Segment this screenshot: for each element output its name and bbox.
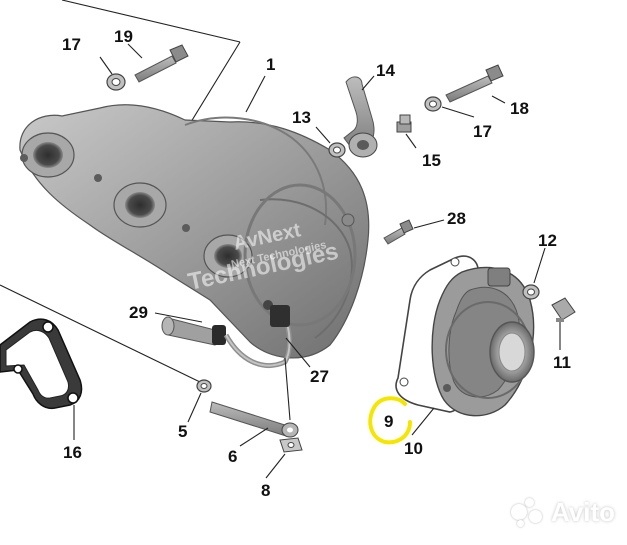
washer-17b	[424, 96, 442, 112]
callout-29: 29	[129, 303, 148, 322]
callout-17a: 17	[62, 35, 81, 54]
callout-labels: 1 5 6 8 9 10 11 12 13 14 15 16 17 17 18 …	[62, 27, 571, 500]
tube-6	[209, 401, 299, 438]
washer-13	[328, 142, 346, 158]
callout-9: 9	[384, 412, 393, 431]
callout-27: 27	[310, 367, 329, 386]
callout-5: 5	[178, 422, 187, 441]
callout-16: 16	[63, 443, 82, 462]
callout-6: 6	[228, 447, 237, 466]
callout-11: 11	[553, 353, 571, 372]
clip-8	[279, 437, 303, 453]
frame-lines	[0, 0, 241, 383]
highlight-ring-9	[368, 396, 412, 445]
callout-13: 13	[292, 108, 311, 127]
callout-18: 18	[510, 99, 529, 118]
callout-19: 19	[114, 27, 133, 46]
callout-12: 12	[538, 231, 557, 250]
gasket-9	[395, 255, 480, 413]
flange-housing-10	[431, 266, 535, 417]
washer-5	[196, 379, 212, 393]
callout-1: 1	[266, 55, 275, 74]
washer-12	[522, 284, 540, 300]
callout-28: 28	[447, 209, 466, 228]
callout-14: 14	[376, 61, 395, 80]
gasket-16	[0, 318, 83, 410]
callout-8: 8	[261, 481, 270, 500]
stud-18	[445, 64, 504, 103]
plug-15	[396, 114, 412, 133]
elbow-14	[343, 76, 378, 158]
bolt-11	[551, 297, 576, 322]
bolt-28	[383, 219, 414, 245]
callout-10: 10	[404, 439, 423, 458]
washer-17a	[106, 73, 126, 91]
callout-17b: 17	[473, 122, 492, 141]
bolt-19	[134, 44, 189, 83]
avito-watermark: Avito	[510, 497, 615, 528]
avito-logo-icon	[510, 497, 545, 528]
fitting-29	[161, 316, 226, 346]
leader-lines	[73, 43, 561, 479]
avito-brand-text: Avito	[550, 497, 615, 527]
exhaust-manifold-1	[19, 104, 370, 359]
callout-15: 15	[422, 151, 441, 170]
